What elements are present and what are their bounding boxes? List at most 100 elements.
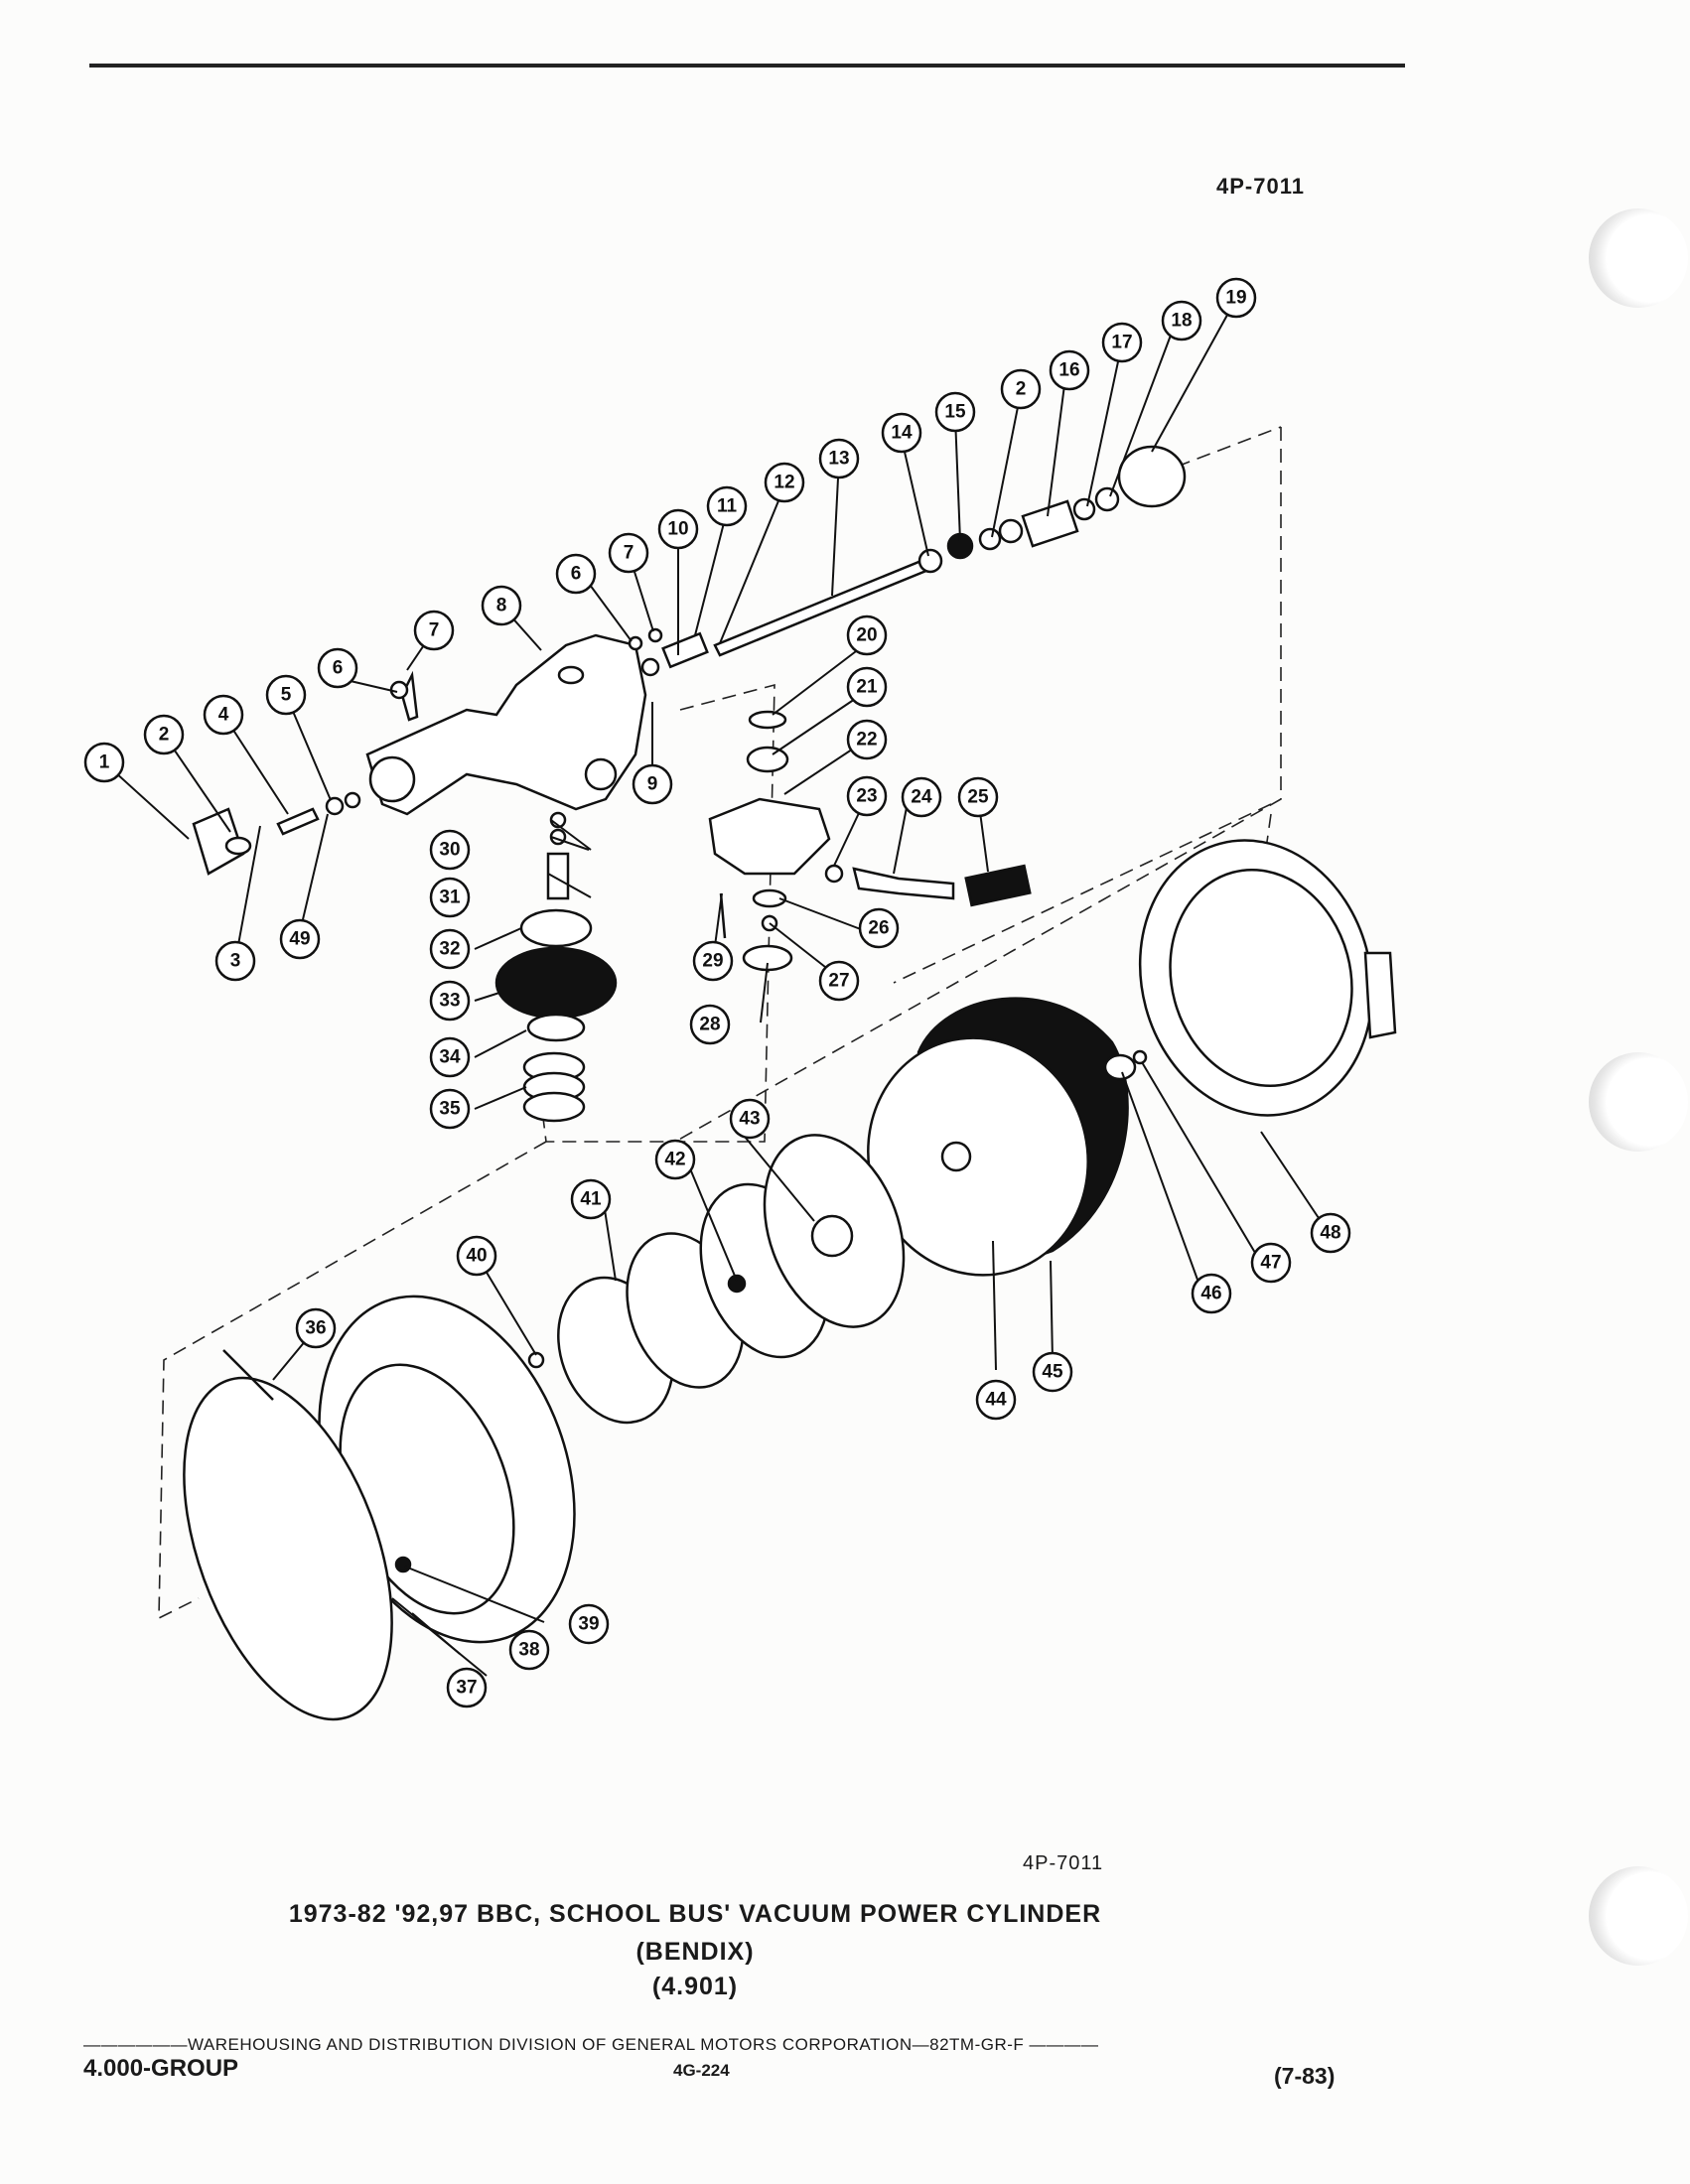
callout-14: 14 — [881, 412, 922, 454]
svg-text:19: 19 — [1225, 288, 1246, 309]
footer-date: (7-83) — [1274, 2063, 1336, 2089]
callout-2b: 2 — [1000, 368, 1042, 410]
svg-text:6: 6 — [571, 564, 582, 585]
callout-32: 32 — [429, 928, 471, 970]
svg-text:29: 29 — [702, 951, 723, 972]
svg-text:28: 28 — [699, 1015, 720, 1035]
callout-8: 8 — [481, 585, 522, 626]
callout-23: 23 — [846, 775, 888, 817]
svg-text:39: 39 — [578, 1614, 599, 1635]
svg-text:1: 1 — [99, 752, 110, 773]
figure-code-bottom: 4P-7011 — [1023, 1852, 1104, 1874]
svg-text:26: 26 — [868, 918, 889, 939]
svg-text:16: 16 — [1058, 360, 1079, 381]
callout-43: 43 — [729, 1098, 771, 1140]
front-shell-drawing — [183, 1295, 576, 1721]
svg-text:45: 45 — [1042, 1362, 1063, 1383]
svg-text:7: 7 — [624, 543, 634, 564]
callout-24: 24 — [901, 776, 942, 818]
callout-11: 11 — [706, 485, 748, 527]
binder-hole-bottom — [1589, 1866, 1688, 1966]
callout-7b: 7 — [608, 532, 649, 574]
callout-45: 45 — [1032, 1351, 1073, 1393]
binder-hole-middle — [1589, 1052, 1688, 1152]
callout-21: 21 — [846, 666, 888, 708]
callout-30: 30 — [429, 829, 471, 871]
callout-37: 37 — [446, 1667, 488, 1708]
callout-29: 29 — [692, 940, 734, 982]
figure-code-top: 4P-7011 — [1216, 174, 1305, 199]
callout-27: 27 — [818, 960, 860, 1002]
svg-text:15: 15 — [944, 402, 966, 423]
valve-body-drawing — [192, 445, 1187, 876]
callout-6a: 6 — [317, 647, 358, 689]
svg-text:34: 34 — [439, 1047, 461, 1068]
svg-text:21: 21 — [856, 677, 878, 698]
callout-10: 10 — [657, 508, 699, 550]
svg-text:40: 40 — [466, 1246, 487, 1267]
binder-hole-top — [1589, 208, 1688, 308]
svg-text:23: 23 — [856, 786, 877, 807]
top-rule — [89, 64, 1405, 68]
svg-text:25: 25 — [967, 787, 989, 808]
exploded-parts-diagram: 1 2 3 4 5 6 7 8 6 7 9 10 11 12 13 14 15 … — [83, 277, 1397, 1721]
footer-page-number: 4G-224 — [673, 2061, 730, 2080]
callout-38: 38 — [508, 1629, 550, 1671]
figure-title: 1973-82 '92,97 BBC, SCHOOL BUS' VACUUM P… — [288, 1900, 1102, 1928]
svg-text:12: 12 — [774, 473, 794, 493]
svg-text:11: 11 — [717, 496, 738, 517]
svg-text:47: 47 — [1260, 1253, 1281, 1274]
svg-text:42: 42 — [664, 1150, 685, 1170]
callout-47: 47 — [1250, 1242, 1292, 1284]
callout-39: 39 — [568, 1603, 610, 1645]
callout-36: 36 — [295, 1307, 337, 1349]
svg-text:17: 17 — [1111, 333, 1132, 353]
return-spring-drawing — [557, 1134, 906, 1425]
svg-text:20: 20 — [856, 625, 877, 646]
callout-5: 5 — [265, 674, 307, 716]
svg-text:2: 2 — [159, 725, 170, 746]
callout-49: 49 — [279, 918, 321, 960]
svg-text:13: 13 — [828, 449, 849, 470]
svg-text:32: 32 — [439, 939, 460, 960]
svg-text:41: 41 — [580, 1189, 602, 1210]
svg-text:37: 37 — [456, 1678, 477, 1699]
callout-1: 1 — [83, 742, 125, 783]
svg-text:3: 3 — [230, 951, 241, 972]
vacuum-valve-housing-drawing — [708, 710, 1032, 972]
callout-12: 12 — [764, 462, 805, 503]
svg-text:44: 44 — [985, 1390, 1007, 1411]
figure-section-number: (4.901) — [651, 1973, 739, 2000]
callout-17: 17 — [1101, 322, 1143, 363]
svg-text:7: 7 — [429, 620, 440, 641]
svg-text:36: 36 — [305, 1318, 326, 1339]
callout-9: 9 — [632, 763, 673, 805]
svg-text:8: 8 — [496, 596, 507, 616]
callout-7a: 7 — [413, 610, 455, 651]
svg-text:38: 38 — [518, 1640, 539, 1661]
callout-25: 25 — [957, 776, 999, 818]
svg-text:30: 30 — [439, 840, 460, 861]
callout-48: 48 — [1310, 1212, 1351, 1254]
svg-text:22: 22 — [856, 730, 877, 751]
cylinder-shell-drawing — [867, 839, 1397, 1277]
callout-34: 34 — [429, 1036, 471, 1078]
callout-19: 19 — [1215, 277, 1257, 319]
footer-group: 4.000-GROUP — [83, 2055, 239, 2082]
callout-28: 28 — [689, 1004, 731, 1045]
svg-text:46: 46 — [1200, 1284, 1221, 1304]
figure-subtitle: (BENDIX) — [635, 1938, 755, 1966]
svg-text:43: 43 — [739, 1109, 760, 1130]
callout-26: 26 — [858, 907, 900, 949]
callout-4: 4 — [203, 694, 244, 736]
footer-division-line: ——————WAREHOUSING AND DISTRIBUTION DIVIS… — [83, 2035, 1099, 2054]
callout-6b: 6 — [555, 553, 597, 595]
callout-44: 44 — [975, 1379, 1017, 1421]
callout-2: 2 — [143, 714, 185, 755]
svg-text:18: 18 — [1171, 311, 1192, 332]
callout-20: 20 — [846, 614, 888, 656]
callout-42: 42 — [654, 1139, 696, 1180]
svg-text:5: 5 — [281, 685, 292, 706]
callout-46: 46 — [1191, 1273, 1232, 1314]
svg-text:31: 31 — [439, 887, 461, 908]
